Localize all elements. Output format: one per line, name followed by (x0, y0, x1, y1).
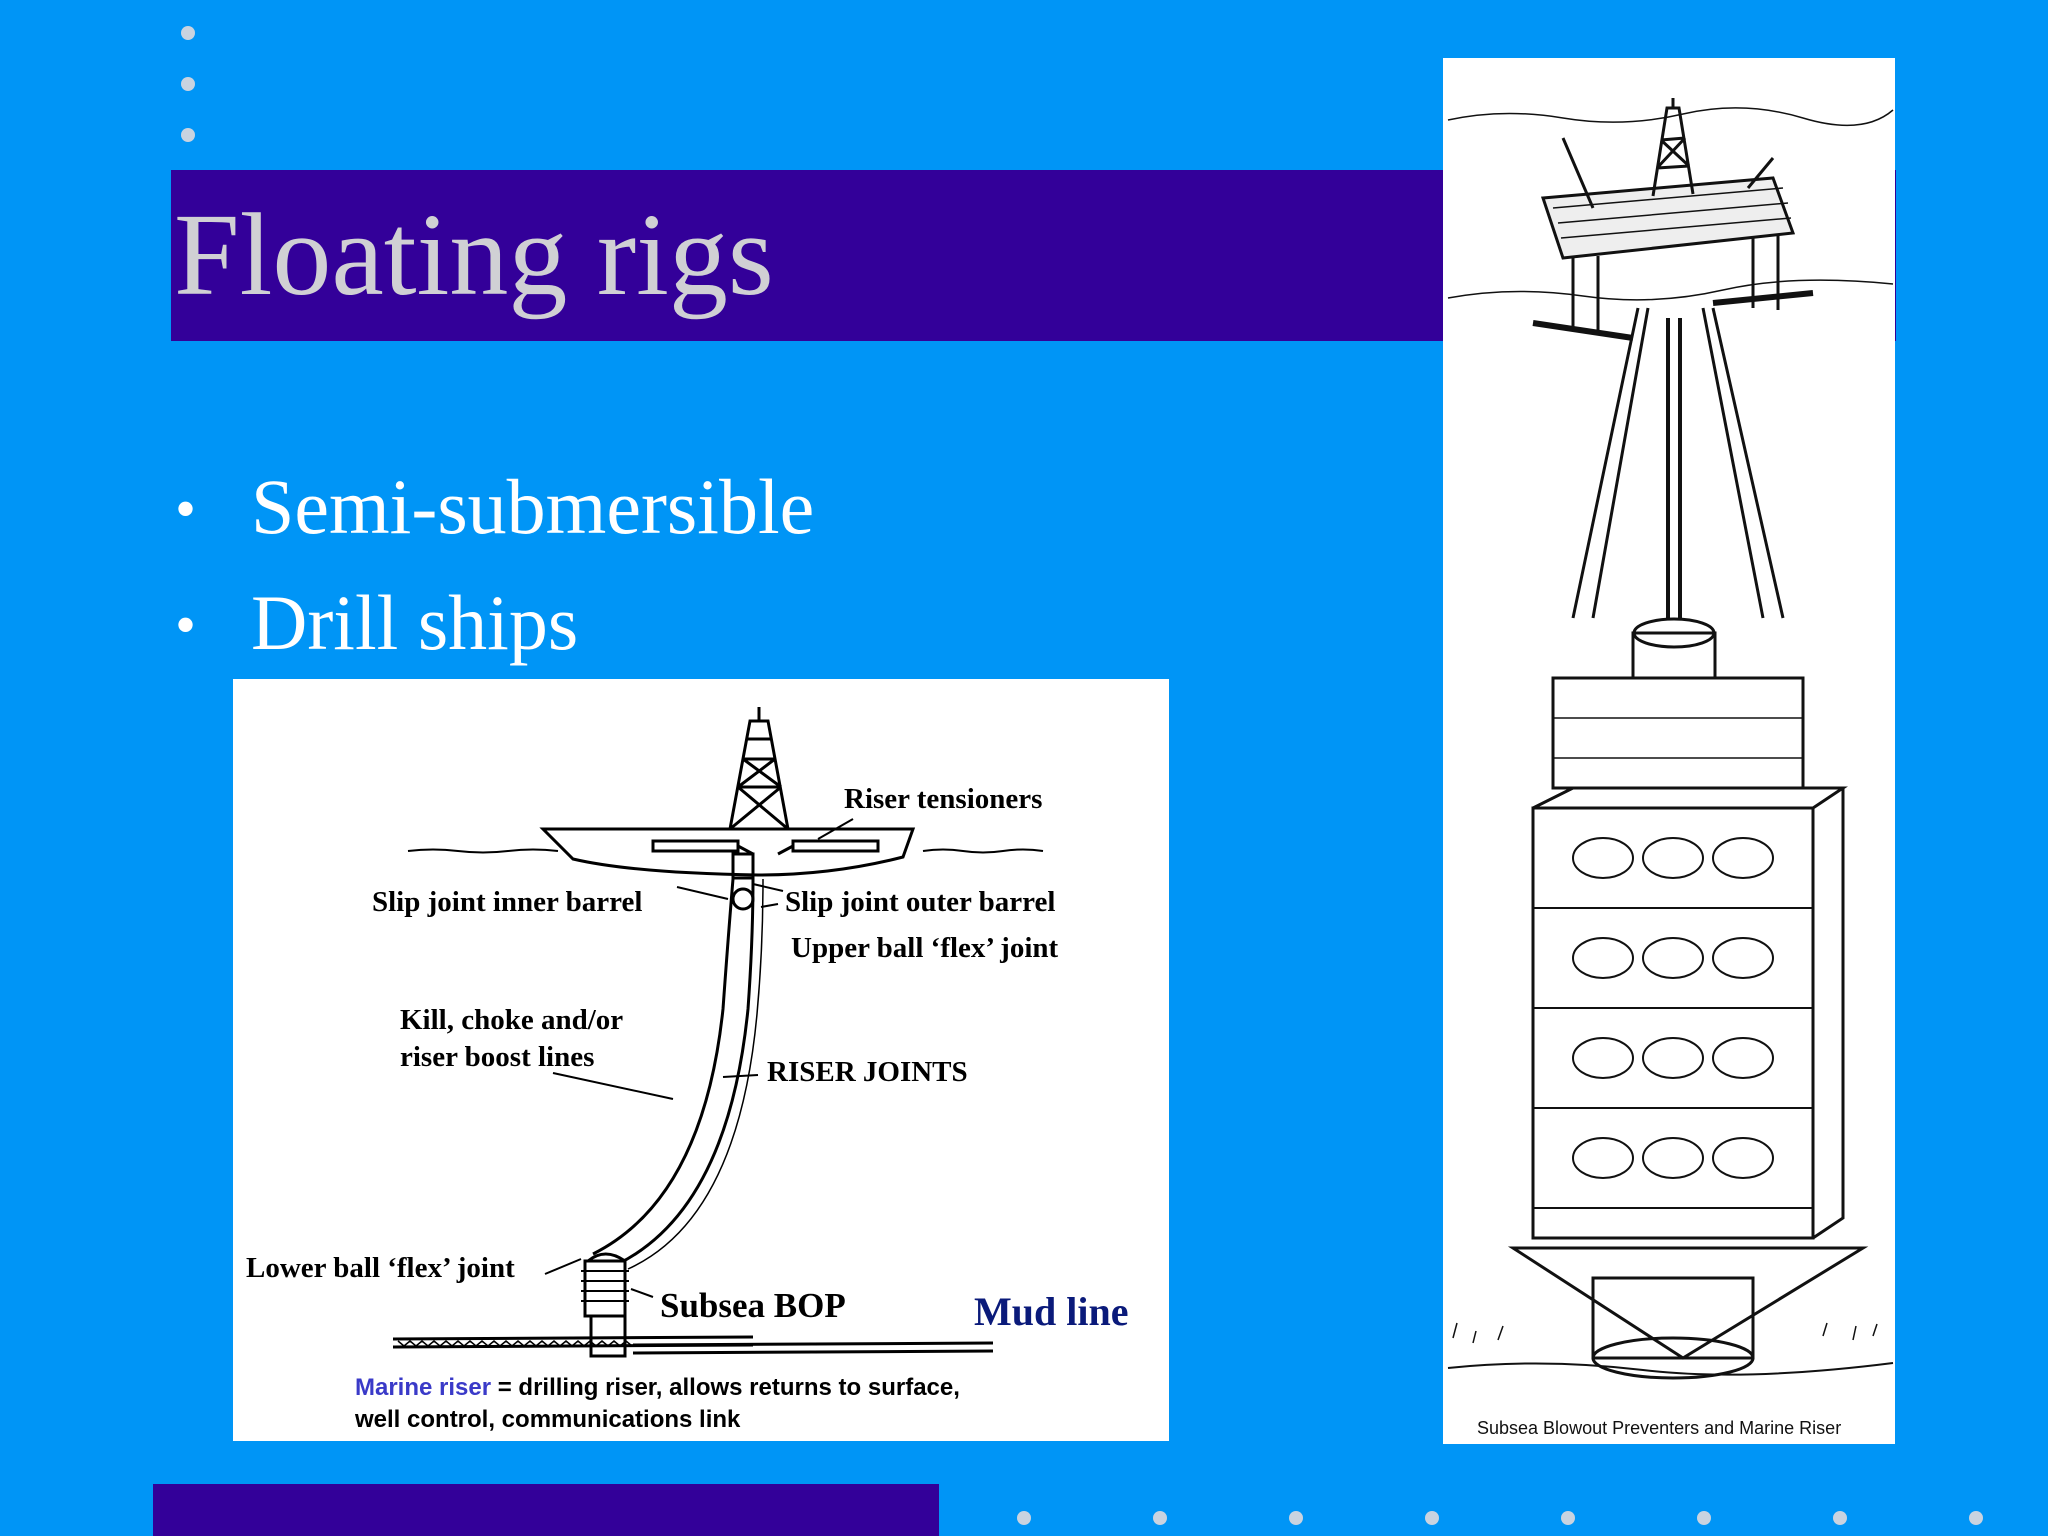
riser-pipe (592, 864, 735, 1256)
label-subsea-bop: Subsea BOP (660, 1286, 846, 1325)
label-kill-line-2: riser boost lines (400, 1041, 595, 1073)
seabed-ground (1447, 1362, 1894, 1376)
label-kill-line-1: Kill, choke and/or (400, 1004, 624, 1036)
decor-dot (181, 77, 195, 91)
decor-dot (1153, 1511, 1167, 1525)
decor-dot (1289, 1511, 1303, 1525)
bullet-text: Drill ships (251, 579, 579, 666)
sea-surface (407, 848, 1044, 854)
subsea-bop-icon (583, 1259, 627, 1318)
label-lower-ball: Lower ball ‘flex’ joint (246, 1252, 515, 1284)
decor-dot (1833, 1511, 1847, 1525)
bullet-icon: • (175, 592, 197, 659)
decor-dot (181, 26, 195, 40)
derrick-icon (728, 707, 790, 831)
decor-dot (1969, 1511, 1983, 1525)
label-riser-tensioners: Riser tensioners (844, 783, 1043, 815)
bullet-icon: • (175, 476, 197, 543)
decor-dot (1017, 1511, 1031, 1525)
caption-term: Marine riser (355, 1374, 492, 1401)
caption-line-2: well control, communications link (355, 1405, 741, 1433)
label-riser-joints: RISER JOINTS (767, 1056, 968, 1088)
bop-control-pod-icon (1551, 676, 1805, 790)
label-upper-ball: Upper ball ‘flex’ joint (791, 932, 1059, 964)
decor-dot (1561, 1511, 1575, 1525)
label-slip-joint-inner: Slip joint inner barrel (372, 886, 643, 918)
bullet-item: •Semi-submersible (175, 468, 814, 546)
decor-dot (181, 128, 195, 142)
label-mud-line: Mud line (974, 1289, 1129, 1334)
footer-bar (153, 1484, 939, 1536)
caption-line-1: = drilling riser, allows returns to surf… (491, 1374, 960, 1401)
riser-diagram: Riser tensioners Slip joint inner barrel… (233, 679, 1169, 1441)
diagram-caption: Marine riser = drilling riser, allows re… (355, 1372, 960, 1435)
bop-caption: Subsea Blowout Preventers and Marine Ris… (1477, 1418, 1842, 1438)
label-slip-joint-outer: Slip joint outer barrel (785, 886, 1056, 918)
slide-title: Floating rigs (174, 189, 774, 320)
decor-dot (1425, 1511, 1439, 1525)
bullet-text: Semi-submersible (251, 463, 815, 550)
marine-riser-line (1666, 318, 1682, 618)
bullet-item: •Drill ships (175, 584, 578, 662)
bop-illustration: Subsea Blowout Preventers and Marine Ris… (1443, 58, 1895, 1444)
bop-illustration-drawing (1447, 98, 1894, 1380)
riser-diagram-drawing (392, 707, 1044, 1358)
platform-deck-icon (1540, 176, 1796, 260)
decor-dot (1697, 1511, 1711, 1525)
